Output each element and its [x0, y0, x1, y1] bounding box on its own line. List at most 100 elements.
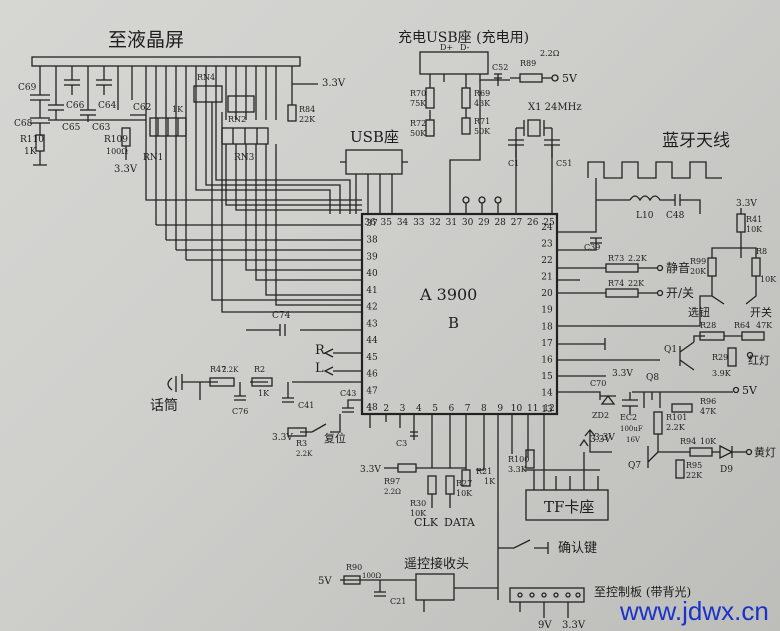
r95-label: R95 [686, 461, 702, 470]
r71 [461, 117, 471, 135]
r84-label: R84 [299, 105, 315, 114]
v5-remote-label: 5V [318, 576, 332, 587]
r97-value: 2.2Ω [384, 488, 401, 496]
c1-label: C1 [508, 159, 519, 168]
led-red-terminal [746, 351, 754, 359]
r110-label: R110 [20, 135, 44, 145]
v33-c70-label: 3.3V [612, 369, 633, 379]
ground-symbol [33, 151, 47, 166]
ic-top-extra-wires [462, 196, 502, 214]
r21 [461, 469, 471, 487]
r64 [741, 331, 765, 341]
r28-label: R28 [700, 321, 716, 330]
ic-a3900 [360, 212, 559, 416]
control-board-pins [517, 592, 581, 618]
ic-pin-25: 25 [543, 218, 555, 228]
v5-usb-terminal [551, 74, 559, 82]
r95-value: 22K [686, 471, 703, 480]
r47-label: R47 [210, 365, 226, 374]
mic-label: 话筒 [150, 397, 178, 414]
ic-pin-34: 34 [397, 218, 409, 228]
ic-pin-2: 2 [383, 404, 389, 414]
r30-label: R30 [410, 499, 426, 508]
data-label: DATA [444, 516, 476, 529]
remote-wires [340, 579, 498, 612]
r90-value: 100Ω [362, 572, 381, 580]
r94-value: 10K [700, 437, 717, 446]
r29-value: 3.9K [712, 369, 732, 378]
r97 [397, 463, 417, 473]
ic-pin-46: 46 [366, 370, 378, 380]
ic-pin-35: 35 [381, 218, 393, 228]
r74-value: 22K [628, 279, 645, 288]
q1-label: Q1 [664, 345, 677, 355]
c62 [130, 114, 146, 121]
r96-label: R96 [700, 397, 716, 406]
c66-label: C66 [66, 101, 85, 111]
r69 [461, 87, 471, 109]
onoff-terminal [656, 289, 664, 297]
c52 [494, 73, 502, 86]
r27-value: 10K [456, 489, 473, 498]
c63-label: C63 [92, 123, 111, 133]
bt-antenna-title: 蓝牙天线 [662, 131, 730, 151]
r72 [425, 119, 435, 137]
q7 [647, 434, 690, 468]
c43-label: C43 [340, 389, 356, 398]
c48 [674, 194, 701, 214]
r100-value: 3.3K [508, 465, 528, 474]
onoff-label: 开/关 [666, 286, 694, 300]
r74-label: R74 [608, 279, 624, 288]
r21-label: R21 [476, 467, 492, 476]
r21-value: 1K [484, 477, 496, 486]
lcd-bus [145, 80, 362, 313]
r30-value: 10K [410, 509, 427, 518]
r27 [445, 475, 455, 495]
ic-pin-4: 4 [416, 404, 422, 414]
led-red-label: 红灯 [748, 354, 770, 367]
remote-receiver [415, 573, 455, 601]
c76 [234, 382, 246, 401]
c76-label: C76 [232, 407, 248, 416]
ec2-voltage: 16V [626, 436, 641, 444]
usb-dm-label: D- [460, 43, 470, 52]
mic-symbol [167, 376, 177, 392]
mic-wires [181, 374, 362, 390]
r100 [525, 449, 535, 469]
c3-label: C3 [396, 439, 407, 448]
c48-label: C48 [666, 211, 685, 221]
r96 [671, 403, 693, 413]
rn2 [227, 95, 255, 113]
r73-label: R73 [608, 254, 624, 263]
r99 [707, 257, 717, 277]
led-yellow-terminal [745, 448, 753, 456]
r94-label: R94 [680, 437, 696, 446]
ic-pin-14: 14 [541, 388, 553, 398]
v33-top-label: 3.3V [322, 78, 346, 89]
r89 [519, 73, 543, 83]
c74 [246, 324, 362, 336]
ic-pin-38: 38 [366, 236, 378, 246]
r3-label: R3 [296, 439, 307, 448]
rn1-top-label: 1K [172, 105, 184, 114]
r95 [675, 459, 685, 479]
r29-label: R29 [712, 353, 728, 362]
r99-label: R99 [690, 257, 706, 266]
rn4 [193, 85, 223, 103]
r109-label: R109 [104, 135, 128, 145]
r47 [209, 377, 235, 387]
led-yellow-label: 黄灯 [754, 445, 776, 459]
r101-label: R101 [666, 413, 687, 422]
c52-label: C52 [492, 63, 508, 72]
zd2-label: ZD2 [592, 411, 609, 420]
r70-value: 75K [410, 99, 427, 108]
q7-supply-arrow [584, 428, 612, 453]
ic-pin-42: 42 [366, 303, 377, 313]
ic-pin-48: 48 [366, 403, 378, 413]
ic-pin-41: 41 [366, 286, 377, 296]
d9 [712, 444, 746, 460]
ic-pin-7: 7 [465, 404, 471, 414]
ic-pin-12: 12 [543, 404, 554, 414]
